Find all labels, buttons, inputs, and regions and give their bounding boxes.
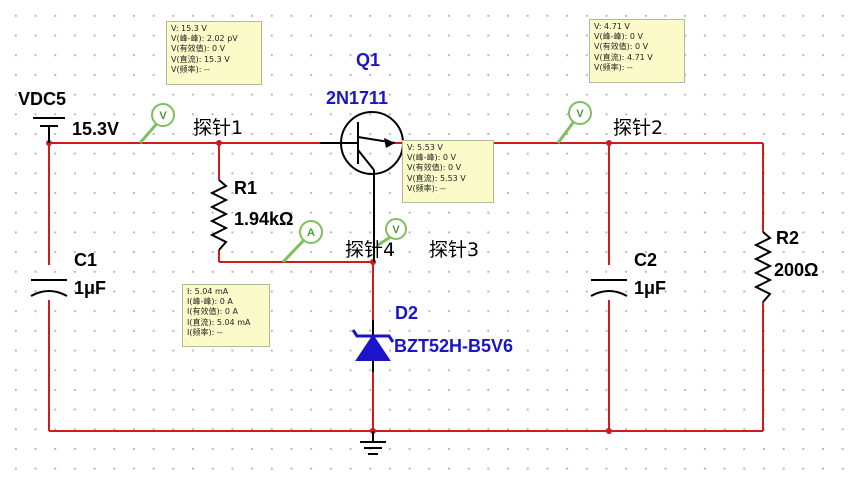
zener-model: BZT52H-B5V6 [394,336,513,356]
probe-1-glyph: V [159,110,167,122]
readout-line: I(直流): 5.04 mA [187,317,251,327]
readout-line: V: 5.53 V [407,143,443,152]
readout-line: V(峰-峰): 0 V [407,153,456,163]
readout-line: V: 4.71 V [594,22,630,31]
readout-line: V(频率): -- [171,64,210,74]
zener-ref: D2 [395,303,418,323]
r1-ref: R1 [234,178,257,198]
c1-ref: C1 [74,250,97,270]
probe-1-readout: V: 15.3 V V(峰-峰): 2.02 pV V(有效值): 0 V V(… [166,21,262,85]
readout-line: V(频率): -- [407,183,446,193]
readout-line: V(有效值): 0 V [594,42,649,52]
probe-4-label: 探针4 [345,239,395,261]
readout-line: V(频率): -- [594,62,633,72]
probe-4-glyph: A [307,227,315,239]
probe-2-label: 探针2 [613,117,663,139]
readout-line: I(有效值): 0 A [187,307,238,317]
probe-2-readout: V: 4.71 V V(峰-峰): 0 V V(有效值): 0 V V(直流):… [589,19,685,83]
transistor-ref: Q1 [356,50,380,70]
readout-line: I: 5.04 mA [187,287,229,296]
capacitor-c2[interactable] [590,265,628,300]
r1-value: 1.94kΩ [234,209,293,229]
probe-4[interactable]: A [281,220,323,264]
r2-ref: R2 [776,228,799,248]
resistor-r1[interactable] [209,179,229,251]
readout-line: V(直流): 4.71 V [594,52,653,62]
r2-value: 200Ω [774,260,818,280]
readout-line: V(有效值): 0 V [171,44,226,54]
probe-4-readout: I: 5.04 mA I(峰-峰): 0 A I(有效值): 0 A I(直流)… [182,284,270,347]
transistor-q1[interactable] [320,111,404,262]
probe-3-readout: V: 5.53 V V(峰-峰): 0 V V(有效值): 0 V V(直流):… [402,140,494,203]
dc-source[interactable] [33,117,65,143]
readout-line: V(峰-峰): 2.02 pV [171,34,238,44]
readout-line: V: 15.3 V [171,24,207,33]
junction-dot [606,140,612,146]
probe-2-glyph: V [576,108,584,120]
readout-line: V(有效值): 0 V [407,163,462,173]
probe-2[interactable]: V [556,101,592,144]
readout-line: I(频率): -- [187,327,223,337]
probe-3-glyph: V [392,224,400,236]
junctions [46,140,612,434]
probe-1-label: 探针1 [193,117,243,139]
c2-ref: C2 [634,250,657,270]
transistor-model: 2N1711 [326,88,388,108]
readout-line: V(峰-峰): 0 V [594,32,643,42]
source-name: VDC5 [18,89,66,109]
readout-line: V(直流): 5.53 V [407,173,466,183]
source-value: 15.3V [72,119,119,139]
capacitor-c1[interactable] [30,265,68,300]
readout-line: V(直流): 15.3 V [171,54,230,64]
c1-value: 1μF [74,278,106,298]
junction-dot [606,428,612,434]
probe-3-label: 探针3 [429,239,479,261]
c2-value: 1μF [634,278,666,298]
ground-symbol [360,431,386,455]
readout-line: I(峰-峰): 0 A [187,297,233,307]
probe-3[interactable]: V [377,218,407,247]
resistor-r2[interactable] [753,231,773,303]
junction-dot [216,140,222,146]
zener-d2[interactable] [351,320,395,372]
probe-1[interactable]: V [138,103,175,144]
